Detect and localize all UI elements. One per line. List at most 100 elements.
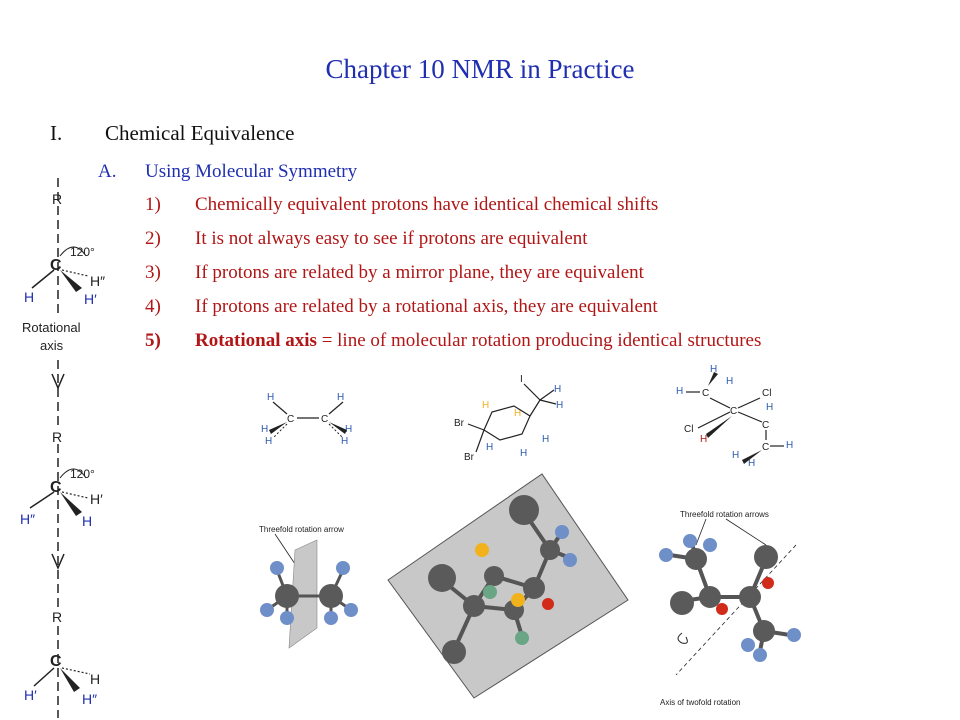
bond bbox=[737, 397, 761, 409]
hydrogen-atom bbox=[270, 561, 284, 575]
list-item-1: 1) Chemically equivalent protons have ide… bbox=[145, 194, 658, 216]
list-item-number: 5) bbox=[145, 330, 161, 351]
list-item-2: 2)It is not always easy to see if proton… bbox=[145, 228, 588, 250]
bromine-atom bbox=[509, 495, 539, 525]
list-item-keyword: Rotational axis bbox=[195, 330, 317, 351]
atom-h2-label: H″ bbox=[90, 273, 105, 289]
list-item-text: Chemically equivalent protons have ident… bbox=[195, 194, 659, 215]
hydrogen-atom bbox=[703, 538, 717, 552]
pointer-line bbox=[695, 518, 707, 546]
bond bbox=[467, 423, 485, 431]
hydrogen-atom bbox=[787, 628, 801, 642]
list-item-number: 4) bbox=[145, 296, 161, 317]
list-item-number: 1) bbox=[145, 194, 161, 215]
wedge-bond bbox=[269, 422, 287, 434]
hydrogen-atom bbox=[753, 648, 767, 662]
wedge-bond bbox=[60, 270, 82, 292]
carbon-atom bbox=[739, 586, 761, 608]
ethane-ball-stick-model: Threefold rotation arrow bbox=[259, 525, 358, 649]
atom-h-label: H bbox=[90, 671, 100, 687]
bond bbox=[328, 401, 344, 415]
angle-label: 120° bbox=[70, 467, 95, 481]
unit-3: R C H′ H″ H bbox=[24, 609, 100, 707]
bond bbox=[709, 397, 731, 409]
dash-bond bbox=[61, 269, 89, 277]
bond bbox=[529, 399, 541, 417]
section-label: Chemical Equivalence bbox=[105, 121, 295, 145]
carbon-atom bbox=[753, 620, 775, 642]
atom-r-label: R bbox=[52, 191, 62, 207]
hydrogen-atom bbox=[324, 611, 338, 625]
atom-h-label: H bbox=[554, 384, 561, 395]
bond bbox=[272, 401, 288, 415]
unit-1: R C 120° H H′ H″ Rotational axis bbox=[18, 191, 105, 358]
atom-h-label: H bbox=[726, 376, 733, 387]
section-number: I. bbox=[50, 121, 63, 145]
atom-br-label: Br bbox=[464, 452, 475, 463]
atom-h-label: H bbox=[82, 513, 92, 529]
ring-bonds bbox=[483, 405, 531, 441]
hydrogen-atom bbox=[555, 525, 569, 539]
hydrogen-red-atom bbox=[716, 603, 728, 615]
carbon-atom bbox=[463, 595, 485, 617]
atom-h-label: H bbox=[556, 400, 563, 411]
unit-2: R C 120° H″ H H′ bbox=[20, 429, 103, 529]
list-item-4: 4)If protons are related by a rotational… bbox=[145, 296, 658, 318]
list-item-text: If protons are related by a mirror plane… bbox=[195, 262, 644, 283]
atom-h2-label: H″ bbox=[20, 511, 35, 527]
bond bbox=[33, 667, 55, 687]
atom-h1-label: H′ bbox=[90, 491, 103, 507]
atom-h-label: H bbox=[261, 424, 268, 435]
atom-cl-label: Cl bbox=[684, 424, 693, 435]
atom-h-label: H bbox=[345, 424, 352, 435]
hydrogen-green-atom bbox=[483, 585, 497, 599]
atom-h1-label: H′ bbox=[84, 291, 97, 307]
hydrogen-green-atom bbox=[515, 631, 529, 645]
angle-label: 120° bbox=[70, 245, 95, 259]
list-item-text: = line of molecular rotation producing i… bbox=[316, 330, 762, 351]
atom-c-label: C bbox=[50, 257, 62, 274]
bond bbox=[523, 383, 541, 401]
ethane-structure: H H H H H H C C bbox=[261, 392, 352, 447]
hydrogen-yellow-atom bbox=[511, 593, 525, 607]
subsection-number: A. bbox=[98, 161, 117, 182]
hydrogen-atom bbox=[683, 534, 697, 548]
cyclohexane-ball-stick-model bbox=[387, 473, 629, 699]
chlorine-atom bbox=[670, 591, 694, 615]
atom-br-label: Br bbox=[454, 418, 465, 429]
atom-h-label: H bbox=[786, 440, 793, 451]
atom-h-label: H bbox=[267, 392, 274, 403]
dash-bond bbox=[61, 667, 91, 675]
pointer-line bbox=[725, 518, 767, 546]
atom-h2-label: H″ bbox=[82, 691, 97, 707]
angle-arc bbox=[59, 246, 87, 257]
carbon-atom bbox=[319, 584, 343, 608]
hydrogen-atom bbox=[741, 638, 755, 652]
mirror-plane bbox=[387, 473, 629, 699]
subsection-label: Using Molecular Symmetry bbox=[145, 161, 358, 182]
axis-label: axis bbox=[40, 338, 64, 353]
atom-h-label: H bbox=[482, 400, 489, 411]
wedge-bond bbox=[742, 450, 762, 464]
arrow-down-icon bbox=[51, 373, 65, 390]
bond bbox=[539, 399, 557, 405]
atom-c-label: C bbox=[50, 653, 62, 670]
arrow-down-icon bbox=[51, 553, 65, 570]
subsection-heading: A. Using Molecular Symmetry bbox=[98, 161, 357, 183]
hydrogen-atom bbox=[344, 603, 358, 617]
atom-c-label: C bbox=[762, 442, 769, 453]
rotational-axis-figure: R C 120° H H′ H″ Rotational axis R C 120… bbox=[18, 178, 105, 718]
atom-h-label: H bbox=[542, 434, 549, 445]
wedge-bond bbox=[60, 668, 80, 692]
bond bbox=[539, 389, 555, 401]
dash-bond bbox=[328, 423, 344, 439]
hydrogen-red-atom bbox=[762, 577, 774, 589]
atom-i-label: I bbox=[520, 374, 523, 385]
wedge-bond bbox=[60, 492, 82, 516]
carbon-atom bbox=[699, 586, 721, 608]
iodine-atom bbox=[428, 564, 456, 592]
atom-h-label: H bbox=[748, 458, 755, 469]
atom-h-label: H bbox=[710, 364, 717, 375]
list-item-text: It is not always easy to see if protons … bbox=[195, 228, 588, 249]
hydrogen-red-atom bbox=[542, 598, 554, 610]
